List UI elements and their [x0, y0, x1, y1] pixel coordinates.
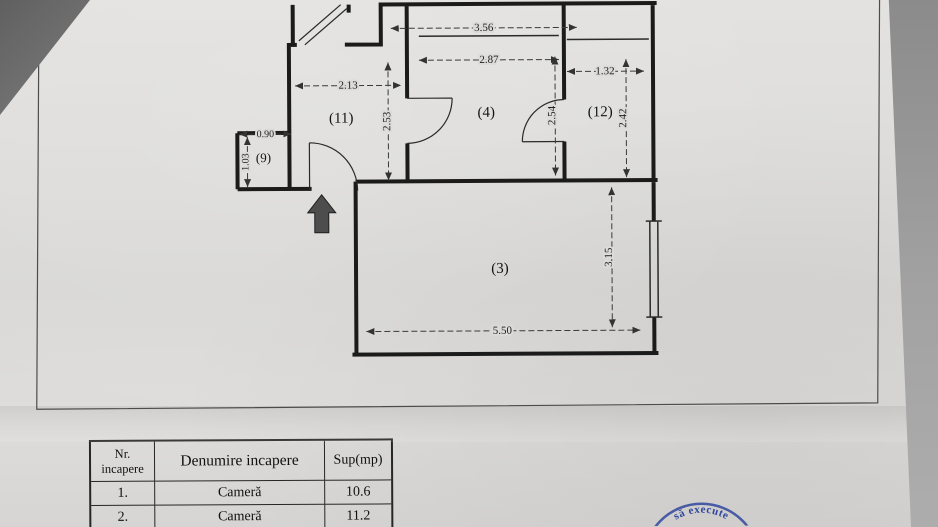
dim-label-2-87: 2.87 — [479, 54, 499, 66]
entrance-arrow-icon — [306, 193, 337, 234]
room-area-table: Nr. incapere Denumire incapere Sup(mp) 1… — [88, 438, 394, 527]
dim-label-1-03: 1.03 — [240, 153, 251, 171]
table-header-sup: Sup(mp) — [324, 440, 392, 481]
window-sill-lines — [418, 34, 649, 41]
dim-label-5-50: 5.50 — [493, 325, 513, 337]
walls — [235, 1, 663, 357]
room-label-4: (4) — [477, 105, 495, 121]
dim-label-3-56: 3.56 — [474, 22, 494, 34]
stamp-circle — [642, 502, 761, 527]
door-room11-room4 — [407, 97, 453, 144]
entrance-door-swing — [308, 142, 359, 191]
window-room-3 — [645, 220, 663, 318]
table-header-name: Denumire incapere — [154, 440, 326, 482]
doors — [298, 4, 565, 191]
table-row-1-name: Cameră — [155, 480, 326, 506]
table-row-2-nr: 2. — [91, 505, 156, 527]
dim-label-2-53: 2.53 — [381, 111, 393, 131]
top-door-leaf — [298, 4, 348, 46]
dimension-lines — [239, 23, 644, 335]
dim-label-1-32: 1.32 — [595, 65, 614, 77]
room-label-12: (12) — [588, 104, 613, 120]
dim-label-3-15: 3.15 — [603, 247, 615, 267]
dim-label-2-42: 2.42 — [617, 109, 629, 128]
property-boundary-line — [36, 0, 881, 410]
stamp-arc-text: să execute — [672, 503, 731, 522]
dim-label-0-90: 0.90 — [257, 129, 275, 140]
room-label-3: (3) — [491, 261, 509, 277]
dimension-labels: 3.56 2.87 1.32 2.13 2.53 2.54 2.42 0.90 … — [238, 20, 631, 339]
svg-text:să execute: să execute — [672, 503, 731, 522]
room-labels: (11) (4) (12) (9) (3) — [256, 104, 613, 277]
table-row-1-sup: 10.6 — [325, 480, 392, 505]
table-header-nr: Nr. incapere — [90, 441, 156, 482]
table-row-2-name: Cameră — [155, 504, 326, 527]
stamp-seal: să execute — [642, 502, 761, 527]
room-label-11: (11) — [329, 111, 354, 127]
dim-label-2-13: 2.13 — [338, 80, 358, 92]
dim-label-2-54: 2.54 — [546, 105, 558, 125]
table-row-1-nr: 1. — [91, 481, 156, 506]
room-label-9: (9) — [256, 150, 271, 165]
table-row-2-sup: 11.2 — [346, 508, 371, 524]
